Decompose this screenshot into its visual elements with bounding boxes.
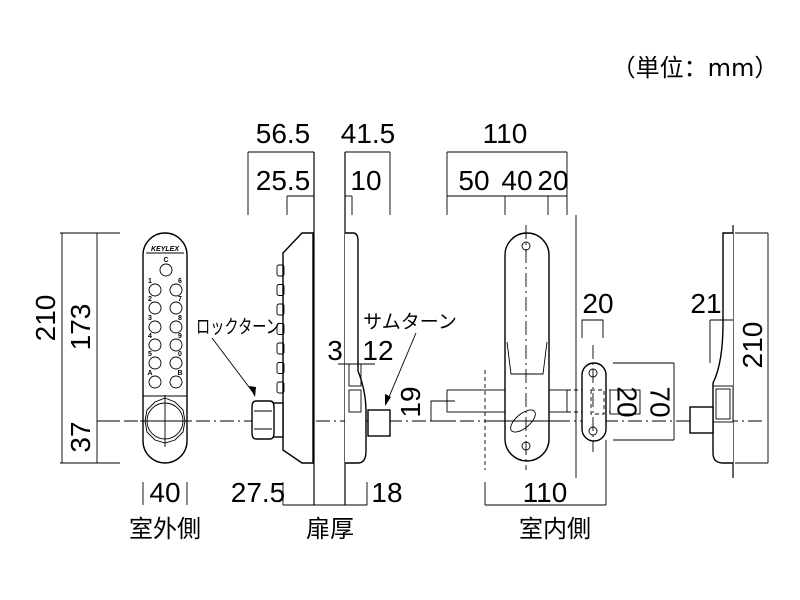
key-c (159, 263, 173, 277)
side-keypad-button (276, 264, 285, 277)
keypad-button-label: B (177, 370, 182, 377)
side-keypad-button (276, 381, 285, 394)
indoor-lever-front (446, 225, 610, 470)
dim-21: 21 (690, 288, 721, 319)
dim-27-5: 27.5 (231, 477, 286, 508)
left-height-dimensions: 210 173 37 (30, 232, 120, 464)
dim-20-latch: 20 (612, 386, 643, 417)
outdoor-keypad-front: KEYLEX C 1 2 3 4 5A 6 7 8 9 0B (140, 232, 190, 464)
keypad-button-label: 3 (148, 315, 152, 322)
unit-label: （単位：mm） (612, 54, 779, 82)
dim-10: 10 (350, 165, 381, 196)
caption-indoor: 室内側 (519, 515, 591, 543)
keypad-button (169, 320, 183, 334)
dim-40: 40 (149, 477, 180, 508)
side-keypad-button (276, 342, 285, 355)
caption-door-thickness: 扉厚 (306, 515, 354, 543)
dim-50: 50 (458, 165, 489, 196)
lock-turn-knob (251, 400, 275, 440)
dim-210-left: 210 (30, 295, 61, 342)
callout-thumb-turn: サムターン (363, 311, 457, 333)
dim-37: 37 (65, 421, 96, 452)
keypad-button-label: 8 (178, 315, 182, 322)
dim-12: 12 (362, 335, 393, 366)
keypad-button (148, 320, 162, 334)
keypad-button-label: 7 (178, 296, 182, 303)
strike-plate: 20 20 70 (581, 288, 676, 452)
keypad-button (169, 283, 183, 297)
dim-25-5: 25.5 (256, 165, 311, 196)
keypad-button (148, 283, 162, 297)
top-dimensions: 56.5 25.5 41.5 10 110 50 40 20 (247, 118, 569, 215)
keypad-button-label: 9 (178, 333, 182, 340)
side-keypad-button (276, 303, 285, 316)
keypad-button (169, 338, 183, 352)
brand-logo: KEYLEX (151, 246, 180, 253)
dim-40-top: 40 (501, 165, 532, 196)
keypad-button (148, 338, 162, 352)
dim-210-right: 210 (737, 322, 768, 369)
dim-173: 173 (65, 304, 96, 351)
indoor-side-view: 21 210 (689, 225, 769, 478)
keypad-button-label: 2 (148, 296, 152, 303)
keypad-button (169, 301, 183, 315)
keypad-button-label: A (147, 370, 152, 377)
side-keypad-button (276, 284, 285, 296)
dim-20-top: 20 (537, 165, 568, 196)
thumb-turn (367, 409, 391, 437)
key-label-c: C (163, 257, 168, 264)
dim-19: 19 (395, 386, 426, 417)
dim-18: 18 (371, 477, 402, 508)
callout-lock-turn: ロックターン (196, 316, 280, 338)
keypad-button (169, 375, 183, 389)
keypad-button-label: 4 (148, 333, 152, 340)
side-view-lock (251, 152, 391, 505)
dim-41-5: 41.5 (341, 118, 396, 149)
keypad-button-label: 0 (178, 351, 182, 358)
keypad-button (148, 301, 162, 315)
keypad-button (169, 356, 183, 370)
keypad-button (148, 356, 162, 370)
side-keypad-button (276, 362, 285, 374)
dim-56-5: 56.5 (256, 118, 311, 149)
keypad-button-label: 5 (148, 351, 152, 358)
dim-70: 70 (645, 386, 676, 417)
side-keypad-button (276, 323, 285, 335)
dim-20-strike: 20 (582, 288, 613, 319)
indoor-thumb-turn (510, 409, 536, 433)
keypad-button (148, 375, 162, 389)
dim-110-bottom: 110 (523, 477, 568, 508)
keypad-button-label: 6 (178, 278, 182, 285)
caption-outdoor: 室外側 (129, 515, 201, 543)
dim-3: 3 (327, 335, 343, 366)
dim-110-top: 110 (483, 118, 528, 149)
keypad-button-label: 1 (148, 278, 152, 285)
